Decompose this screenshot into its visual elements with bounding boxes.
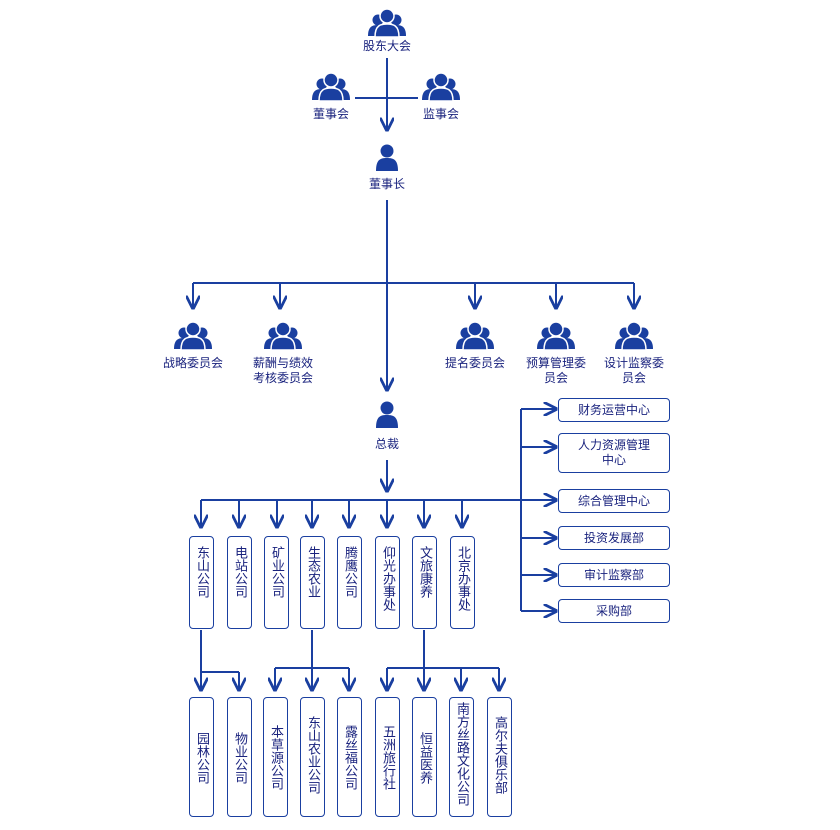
division-label: 文旅康养: [417, 546, 432, 598]
subsidiary-box: 高尔夫俱乐部: [487, 697, 512, 817]
center-box: 综合管理中心: [558, 489, 670, 513]
division-label: 东山公司: [194, 546, 209, 598]
subsidiary-label: 物业公司: [232, 732, 247, 784]
subsidiary-label: 露丝福公司: [342, 725, 357, 790]
supervisors-label: 监事会: [422, 107, 459, 121]
chairman-label: 董事长: [368, 177, 405, 191]
subsidiary-box: 园林公司: [189, 697, 214, 817]
committee-label: 提名委员会: [444, 356, 505, 370]
center-box: 投资发展部: [558, 526, 670, 550]
division-box: 北京办事处: [450, 536, 475, 629]
division-label: 生态农业: [305, 546, 320, 598]
subsidiary-box: 东山农业公司: [300, 697, 325, 817]
committee-label: 设计监察委 员会: [603, 356, 664, 385]
committee-label: 预算管理委 员会: [525, 356, 586, 385]
center-box: 审计监察部: [558, 563, 670, 587]
division-box: 仰光办事处: [375, 536, 400, 629]
division-box: 东山公司: [189, 536, 214, 629]
division-label: 矿业公司: [269, 546, 284, 598]
division-label: 北京办事处: [455, 546, 470, 611]
committee-nomination-group-icon: [455, 321, 495, 351]
center-box: 人力资源管理 中心: [558, 433, 670, 473]
shareholders-group-icon: [367, 8, 407, 38]
subsidiary-label: 本草源公司: [268, 725, 283, 790]
president-label: 总裁: [374, 437, 399, 451]
subsidiary-box: 恒益医养: [412, 697, 437, 817]
committee-strategy-group-icon: [173, 321, 213, 351]
subsidiary-label: 高尔夫俱乐部: [492, 716, 507, 794]
division-box: 电站公司: [227, 536, 252, 629]
center-box: 财务运营中心: [558, 398, 670, 422]
chairman-person-icon: [376, 144, 398, 171]
committee-compensation-group-icon: [263, 321, 303, 351]
division-label: 仰光办事处: [380, 546, 395, 611]
committee-design-group-icon: [614, 321, 654, 351]
board-group-icon: [311, 72, 351, 102]
subsidiary-box: 本草源公司: [263, 697, 288, 817]
supervisors-group-icon: [421, 72, 461, 102]
division-box: 生态农业: [300, 536, 325, 629]
subsidiary-box: 五洲旅行社: [375, 697, 400, 817]
subsidiary-box: 南方丝路文化公司: [449, 697, 474, 817]
subsidiary-label: 东山农业公司: [305, 716, 320, 794]
subsidiary-label: 五洲旅行社: [380, 725, 395, 790]
division-box: 腾鹰公司: [337, 536, 362, 629]
division-box: 矿业公司: [264, 536, 289, 629]
board-label: 董事会: [312, 107, 349, 121]
committee-budget-group-icon: [536, 321, 576, 351]
president-person-icon: [376, 401, 398, 428]
subsidiary-box: 露丝福公司: [337, 697, 362, 817]
center-box: 采购部: [558, 599, 670, 623]
division-box: 文旅康养: [412, 536, 437, 629]
committee-label: 战略委员会: [162, 356, 223, 370]
division-label: 腾鹰公司: [342, 546, 357, 598]
subsidiary-label: 恒益医养: [417, 732, 432, 784]
subsidiary-label: 南方丝路文化公司: [454, 702, 469, 806]
committee-label: 薪酬与绩效 考核委员会: [252, 356, 313, 385]
division-label: 电站公司: [232, 546, 247, 598]
subsidiary-label: 园林公司: [194, 732, 209, 784]
subsidiary-box: 物业公司: [227, 697, 252, 817]
shareholders-label: 股东大会: [362, 39, 411, 53]
